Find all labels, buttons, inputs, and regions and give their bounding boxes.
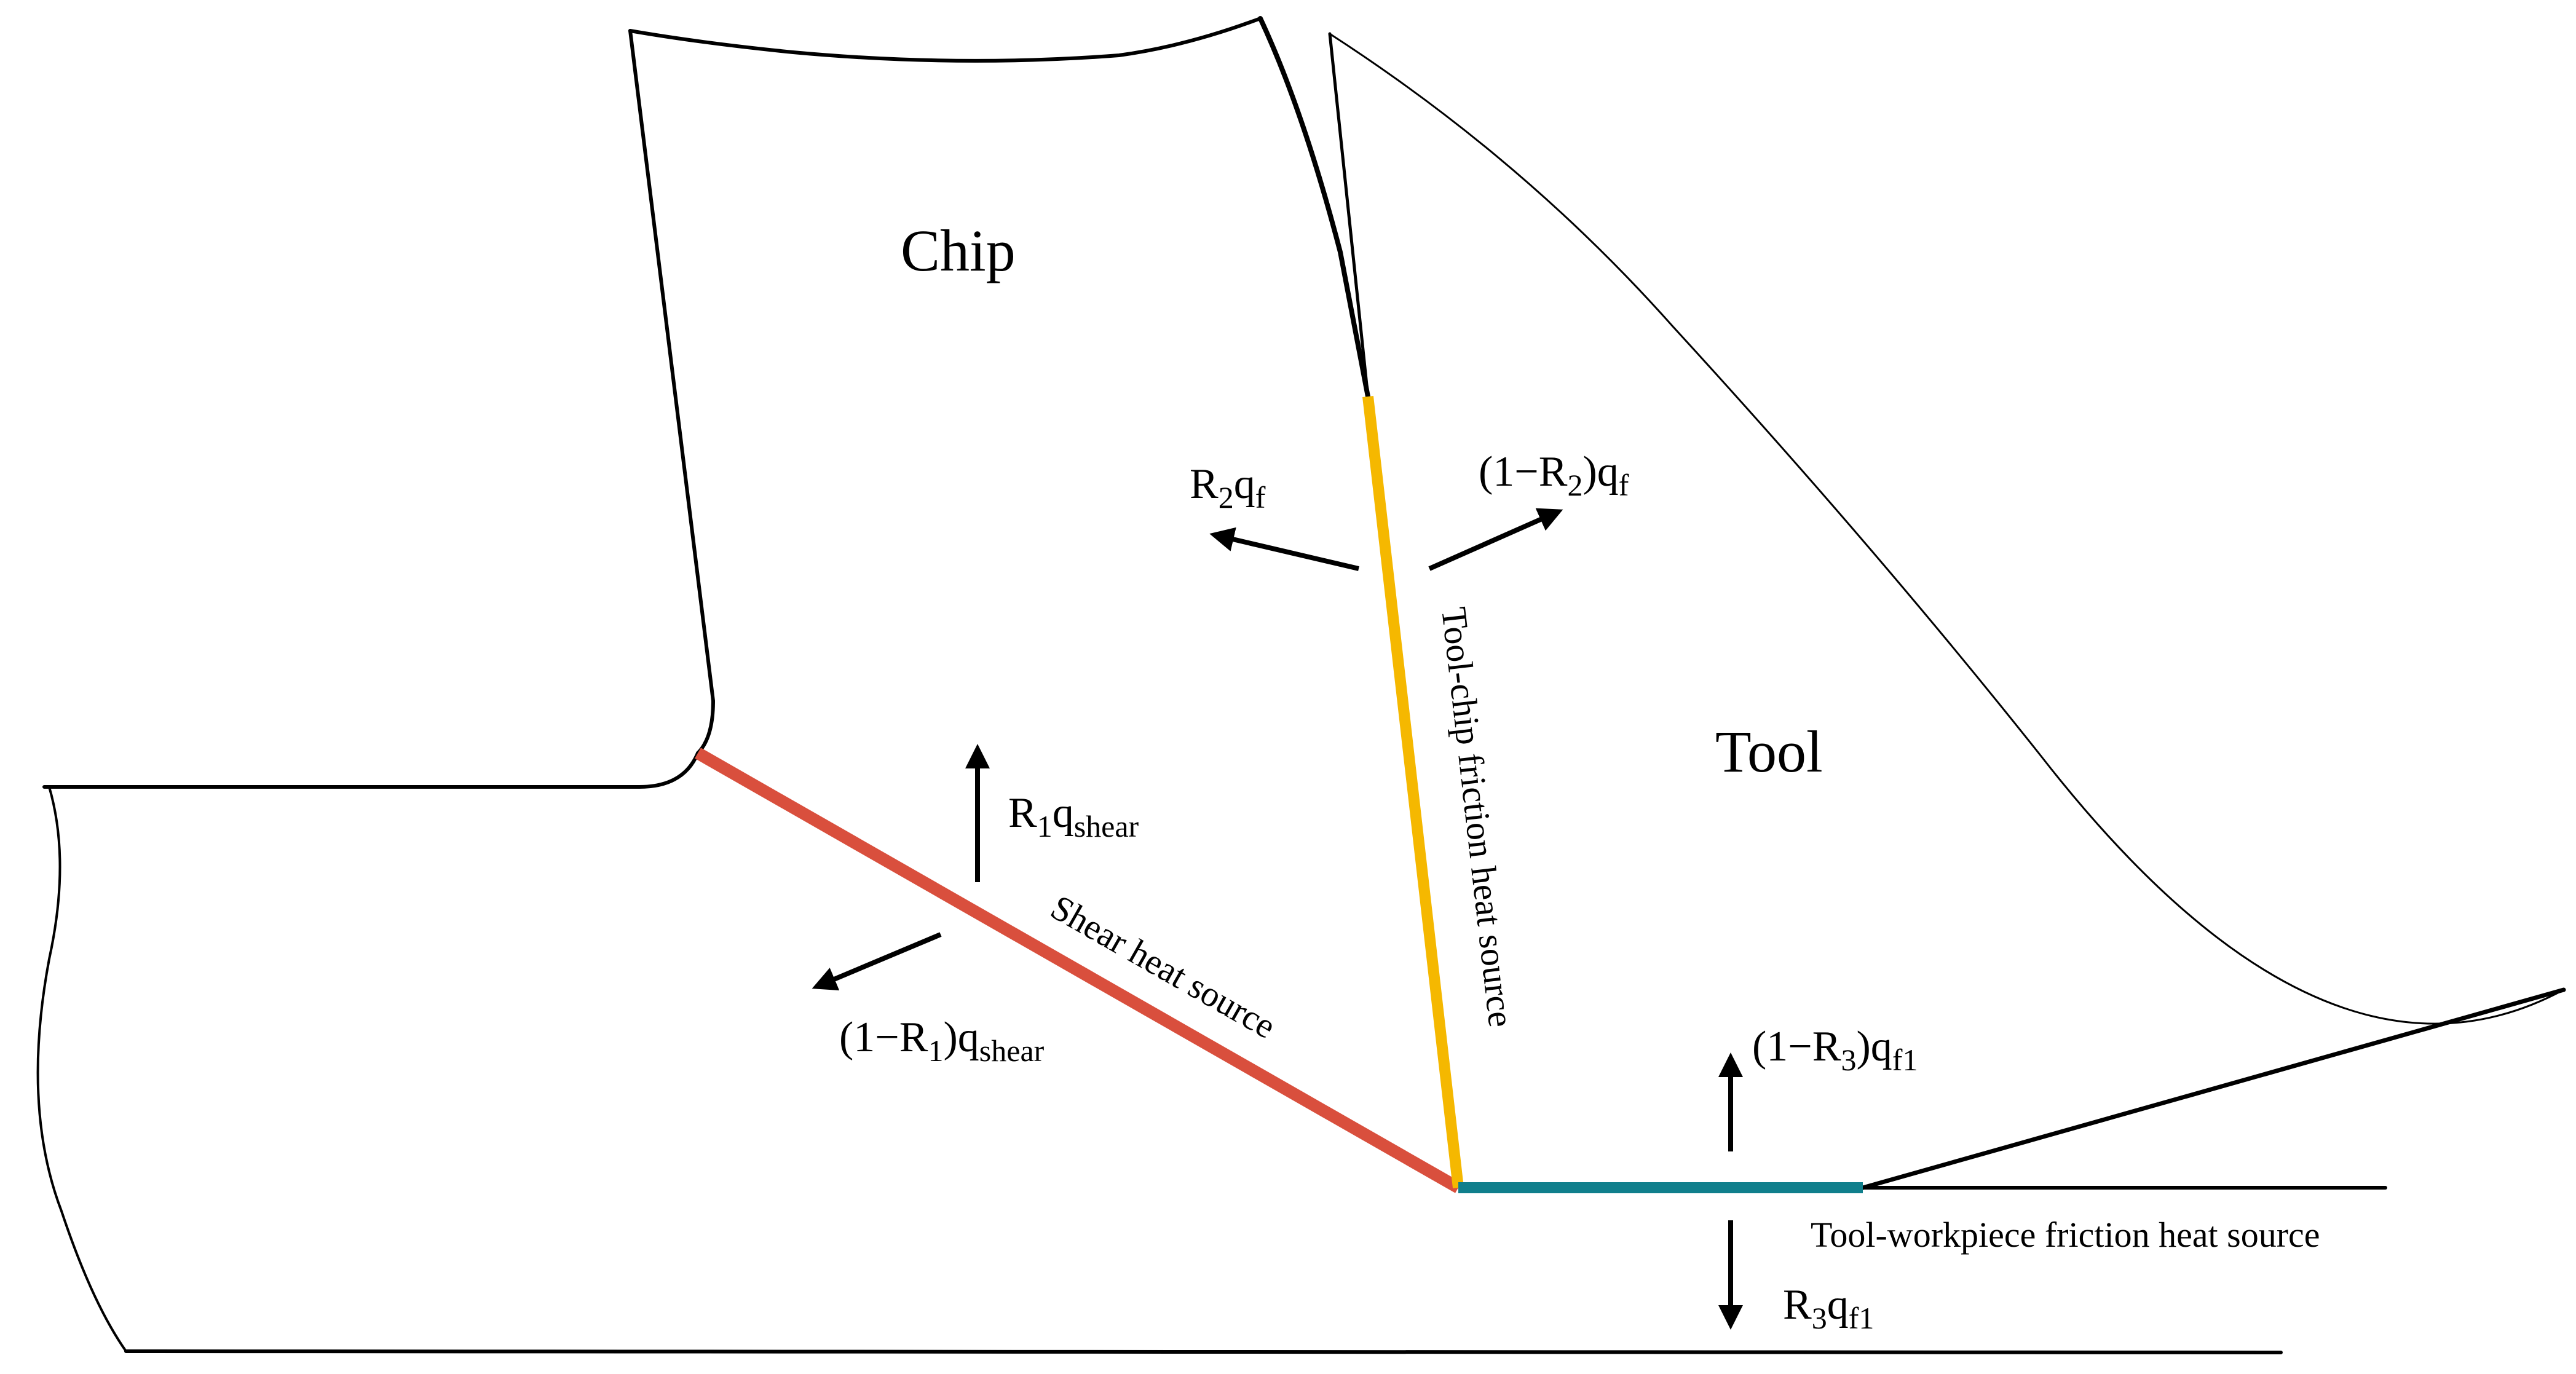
one-minus-r3-q-sub: f1 [1892,1043,1918,1077]
tool-label: Tool [1715,719,1823,784]
r1-q: q [1053,789,1074,837]
r3-base: R [1783,1281,1812,1329]
chip-back-surface [628,29,715,755]
one-minus-r2-arrow [1428,508,1563,571]
tool-back-edge [1329,33,2565,1025]
tool-flank-face [1860,987,2566,1190]
one-minus-r3-flux-label: (1−R3)qf1 [1752,1023,1918,1077]
r1-flux-label: R1qshear [1008,789,1139,843]
one-minus-r3-prefix: (1−R [1752,1023,1841,1070]
r3-q-sub: f1 [1849,1301,1875,1335]
one-minus-r1-prefix: (1−R [839,1014,928,1061]
one-minus-r1-prefix-sub: 1 [928,1033,943,1068]
tool-rake-upper [1328,32,1370,398]
one-minus-r2-suffix: )q [1582,448,1618,496]
tool-outline [1328,32,2566,1190]
r2-arrow [1209,527,1359,571]
one-minus-r2-q-sub: f [1619,468,1629,502]
tool-workpiece-friction-label: Tool-workpiece friction heat source [1811,1215,2320,1255]
chip-front-surface [1258,16,1370,399]
one-minus-r1-q-sub: shear [979,1033,1045,1068]
shear-heat-source-line [695,748,1461,1193]
tool-chip-friction-label: Tool-chip friction heat source [1434,605,1521,1029]
workpiece-outline [36,751,2387,1354]
r1-base-sub: 1 [1037,809,1053,843]
chip-outline [628,16,1370,755]
tool-chip-friction-line [1362,395,1464,1189]
r2-base: R [1190,460,1219,508]
one-minus-r3-suffix: )q [1856,1023,1892,1070]
workpiece-bottom-edge [124,1349,2283,1354]
one-minus-r3-prefix-sub: 3 [1841,1043,1856,1077]
r3-flux-label: R3qf1 [1783,1281,1874,1335]
workpiece-top-surface [42,751,700,789]
r1-base: R [1008,789,1037,837]
chip-label: Chip [901,218,1016,283]
one-minus-r2-prefix: (1−R [1479,448,1568,496]
r2-q-sub: f [1255,480,1266,515]
one-minus-r1-arrow [812,932,942,991]
one-minus-r2-flux-label: (1−R2)qf [1479,448,1629,502]
one-minus-r2-prefix-sub: 2 [1567,468,1582,502]
r3-base-sub: 3 [1812,1301,1827,1335]
r3-q: q [1827,1281,1849,1329]
chip-top-edge [628,17,1262,63]
r2-flux-label: R2qf [1190,460,1266,515]
r2-base-sub: 2 [1219,480,1234,515]
one-minus-r1-suffix: )q [943,1014,979,1061]
workpiece-left-break [36,786,127,1352]
r1-q-sub: shear [1074,809,1139,843]
r2-q: q [1234,460,1255,508]
one-minus-r1-flux-label: (1−R1)qshear [839,1014,1045,1068]
